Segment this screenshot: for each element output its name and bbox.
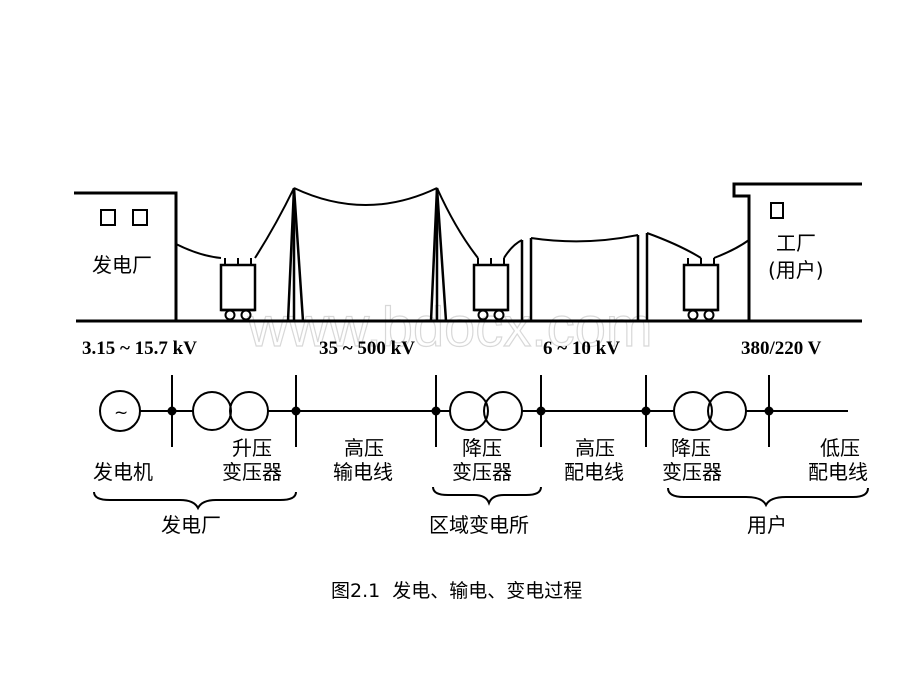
factory-user-label: (用户) [768, 258, 824, 282]
step-down-b-transformer-label: 变压器 [662, 460, 722, 484]
power-plant-building [74, 191, 178, 321]
hv-distribution-line-label: 配电线 [564, 460, 624, 484]
plant-window-icon [100, 209, 116, 226]
voltage-generation-label: 3.15 ~ 15.7 kV [82, 338, 197, 359]
step-up-label: 升压 [232, 436, 272, 460]
step-down-b-label: 降压 [671, 436, 711, 460]
voltage-user-label: 380/220 V [741, 338, 822, 359]
distribution-pole-icon [636, 233, 649, 321]
figure-caption: 图2.1 发电、输电、变电过程 [331, 580, 582, 602]
generator-symbol: ~ [114, 403, 128, 423]
factory-window-icon [770, 202, 784, 219]
step-down-transformer-icon [673, 391, 747, 431]
pictorial-scene [74, 182, 862, 323]
step-up-transformer-label: 变压器 [222, 460, 282, 484]
lv-distribution-line-label: 配电线 [808, 460, 868, 484]
transformer-icon [219, 258, 257, 321]
plant-window-icon [132, 209, 148, 226]
factory-building [732, 182, 862, 321]
hv-transmission-line-label: 输电线 [333, 460, 393, 484]
step-down-a-label: 降压 [462, 436, 502, 460]
substation-group-label: 区域变电所 [429, 513, 529, 537]
lv-line-label: 低压 [820, 436, 860, 460]
user-group-label: 用户 [747, 513, 787, 537]
step-down-transformer-icon [449, 391, 523, 431]
transformer-icon [472, 258, 510, 321]
generator-label: 发电机 [93, 460, 153, 484]
bus-nodes [167, 406, 774, 416]
step-down-a-transformer-label: 变压器 [452, 460, 512, 484]
user-group-brace [667, 487, 869, 508]
schematic [93, 375, 869, 511]
distribution-line-label: 高压 [575, 436, 615, 460]
power-plant-label: 发电厂 [92, 253, 152, 277]
transformer-icon [682, 258, 720, 321]
hv-line-label: 高压 [344, 436, 384, 460]
factory-label: 工厂 [776, 231, 816, 255]
substation-group-brace [432, 486, 542, 506]
step-up-transformer-icon [192, 391, 269, 431]
distribution-pole-icon [520, 238, 533, 321]
voltage-distribution-label: 6 ~ 10 kV [543, 338, 620, 359]
watermark: www.bdocx.com [247, 295, 653, 358]
plant-group-label: 发电厂 [161, 513, 221, 537]
overhead-wires [175, 187, 750, 259]
voltage-transmission-label: 35 ~ 500 kV [319, 338, 415, 359]
plant-group-brace [93, 491, 297, 511]
